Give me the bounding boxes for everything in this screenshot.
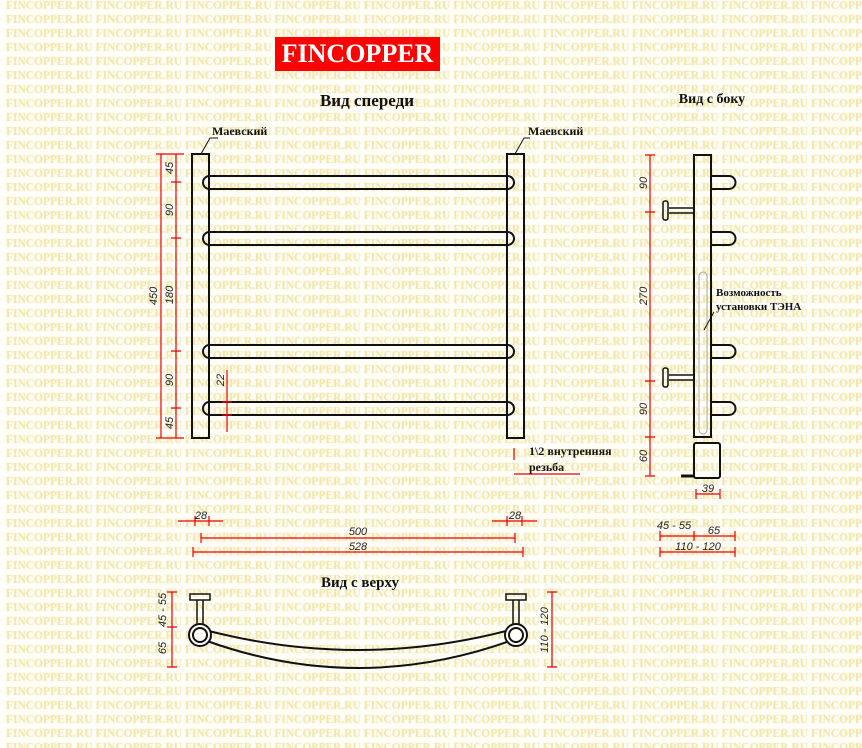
top-dimensions bbox=[167, 591, 557, 668]
dim-left-offset: 28 bbox=[194, 510, 208, 522]
front-view-title: Вид спереди bbox=[320, 91, 414, 110]
dim-total-width: 528 bbox=[349, 541, 368, 553]
right-post bbox=[506, 153, 525, 439]
top-view-title: Вид с верху bbox=[321, 575, 399, 591]
dim-total-height: 450 bbox=[148, 286, 160, 305]
side-dimensions bbox=[645, 154, 736, 557]
side-dim-3: 90 bbox=[638, 402, 650, 415]
dim-right-offset: 28 bbox=[508, 510, 522, 522]
side-view-title: Вид с боку bbox=[679, 92, 745, 107]
heater-leader bbox=[703, 311, 715, 331]
side-dim-heater: 39 bbox=[702, 483, 714, 495]
side-dim-2: 270 bbox=[638, 286, 650, 306]
left-post bbox=[191, 153, 210, 439]
side-dim-total: 110 - 120 bbox=[675, 541, 722, 553]
dim-pipe: 22 bbox=[215, 374, 227, 387]
top-dim-total: 110 - 120 bbox=[539, 606, 551, 653]
top-rail bbox=[188, 593, 528, 669]
side-dim-wall: 45 - 55 bbox=[657, 520, 692, 532]
heater-note-line2: установки ТЭНА bbox=[716, 301, 801, 313]
dim-vertical-4: 90 bbox=[164, 373, 176, 386]
side-rails bbox=[662, 175, 737, 416]
top-dim-wall: 45 - 55 bbox=[157, 592, 169, 627]
thread-note-line2: резьба bbox=[529, 460, 564, 474]
dim-center: 500 bbox=[349, 526, 368, 538]
side-dim-4: 60 bbox=[638, 449, 650, 462]
dim-vertical-5: 45 bbox=[164, 416, 176, 429]
brand-logo: FINCOPPER bbox=[275, 37, 440, 71]
front-dimensions bbox=[156, 153, 580, 557]
heater-element bbox=[698, 271, 708, 435]
side-dim-1: 90 bbox=[638, 176, 650, 189]
front-rails bbox=[202, 175, 515, 416]
dim-vertical-3: 180 bbox=[164, 285, 176, 304]
dim-vertical-1: 45 bbox=[164, 161, 176, 174]
valve-label-left: Маевский bbox=[212, 124, 267, 138]
side-post bbox=[693, 154, 712, 438]
heater-control-box bbox=[693, 442, 721, 479]
thread-note-line1: 1\2 внутренняя bbox=[529, 444, 612, 458]
valve-label-right: Маевский bbox=[528, 124, 583, 138]
dim-vertical-2: 90 bbox=[164, 203, 176, 216]
side-dim-depth: 65 bbox=[708, 525, 721, 537]
heater-note-line1: Возможность bbox=[716, 287, 782, 299]
valve-leader-lines bbox=[200, 137, 530, 155]
top-dim-depth: 65 bbox=[157, 641, 169, 654]
